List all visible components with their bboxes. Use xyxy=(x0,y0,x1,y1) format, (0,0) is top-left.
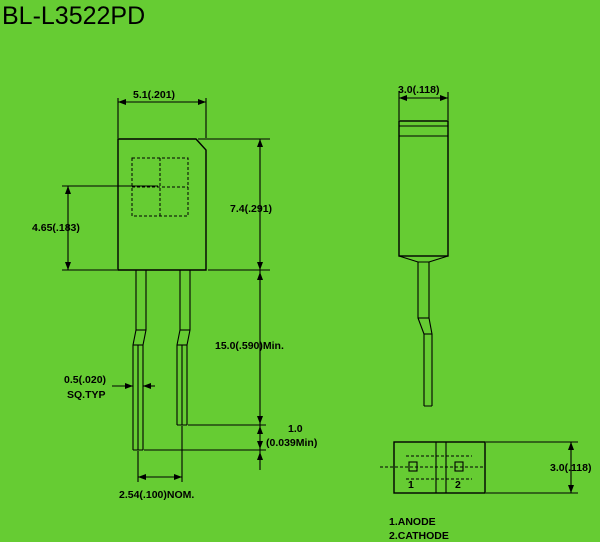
front-lead-left xyxy=(132,270,147,451)
dim-window-height-label: 4.65(.183) xyxy=(32,222,80,234)
side-view: 3.0(.118) xyxy=(398,84,449,407)
dim-lead-offset: 1.0 (0.039Min) xyxy=(144,423,317,470)
dim-pitch: 2.54(.100)NOM. xyxy=(119,426,194,501)
side-lead xyxy=(417,262,433,407)
bottom-pad-2 xyxy=(454,461,464,472)
front-lead-right xyxy=(176,270,191,426)
dim-body-height-label: 7.4(.291) xyxy=(230,203,272,215)
dim-lead-length-label: 15.0(.590)Min. xyxy=(215,340,284,352)
dim-side-thickness: 3.0(.118) xyxy=(398,84,449,120)
dim-window-height: 4.65(.183) xyxy=(32,185,158,271)
dim-bottom-depth: 3.0(.118) xyxy=(486,441,591,494)
dim-bottom-depth-label: 3.0(.118) xyxy=(550,462,591,474)
dim-lead-offset-label-2: (0.039Min) xyxy=(266,437,317,449)
pin-2-label: 2 xyxy=(455,479,461,491)
legend-cathode: 2.CATHODE xyxy=(389,530,449,542)
bottom-body-outline xyxy=(393,441,486,494)
dim-lead-size-label-1: 0.5(.020) xyxy=(64,374,106,386)
dim-body-width: 5.1(.201) xyxy=(117,89,207,138)
dim-side-thickness-label: 3.0(.118) xyxy=(398,84,439,96)
dim-body-height: 7.4(.291) xyxy=(198,138,272,271)
part-number-title: BL-L3522PD xyxy=(2,2,145,30)
legend-anode: 1.ANODE xyxy=(389,516,436,528)
dim-lead-size: 0.5(.020) SQ.TYP xyxy=(64,374,155,401)
bottom-view: 1 2 3.0(.118) xyxy=(380,441,591,494)
dim-body-width-label: 5.1(.201) xyxy=(133,89,175,101)
side-body-outline xyxy=(398,120,449,257)
dim-lead-length: 15.0(.590)Min. xyxy=(188,270,284,426)
dim-lead-size-label-2: SQ.TYP xyxy=(67,389,106,401)
front-body-outline xyxy=(117,138,207,271)
pin-1-label: 1 xyxy=(408,479,414,491)
dim-pitch-label: 2.54(.100)NOM. xyxy=(119,489,194,501)
bottom-pad-1 xyxy=(408,461,418,472)
front-view: 5.1(.201) 7.4(.291) 4.65(.183) 15.0( xyxy=(32,89,317,501)
dim-lead-offset-label-1: 1.0 xyxy=(288,423,303,435)
